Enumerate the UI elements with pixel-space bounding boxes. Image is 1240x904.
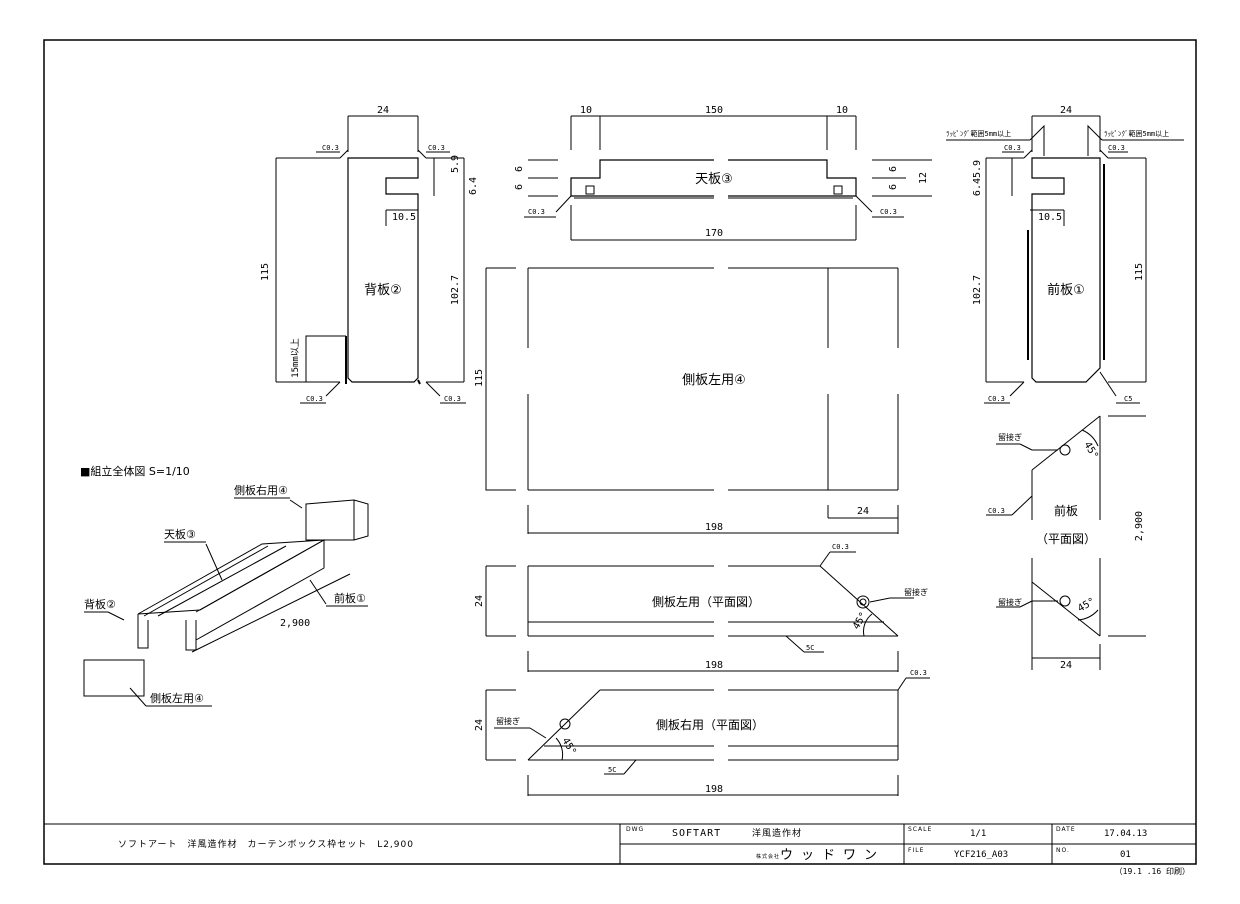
front-plan-chamfer: C0.3 (988, 507, 1005, 515)
front-plan-angle-bottom: 45° (1076, 596, 1097, 615)
side-left-width: 198 (705, 522, 723, 533)
side-left-name: 側板左用④ (682, 373, 746, 388)
side-left-board-view (485, 267, 899, 534)
front-height-label: 115 (1134, 263, 1145, 281)
top-board-view (524, 115, 932, 241)
back-dim-59: 5.9 (450, 155, 461, 173)
back-dim-105: 10.5 (392, 212, 416, 223)
front-plan-name: 前板 (1054, 503, 1078, 518)
front-plan-length: 2,900 (1134, 511, 1145, 541)
side-left-plan-width: 198 (705, 660, 723, 671)
front-plan-view (986, 415, 1146, 670)
side-left-dim-24: 24 (857, 506, 869, 517)
sheet-border (43, 39, 1197, 865)
front-plan-miter-top: 留接ぎ (998, 432, 1022, 442)
front-chamfer-tr: C0.3 (1108, 144, 1125, 152)
title-date-label: DATE (1056, 826, 1076, 833)
back-lapping-label: 15mm以上 (290, 338, 301, 378)
front-plan-sub: （平面図） (1036, 532, 1096, 546)
side-left-plan-dim-24: 24 (474, 595, 485, 607)
front-lapping-r: ﾗｯﾋﾟﾝｸﾞ範囲5mm以上 (1104, 129, 1169, 138)
top-dim-6a: 6 (514, 166, 525, 172)
assembly-top: 天板③ (164, 527, 196, 541)
front-dim-105: 10.5 (1038, 212, 1062, 223)
back-height-label: 115 (260, 263, 271, 281)
top-chamfer-r: C0.3 (880, 208, 897, 216)
top-dim-mid: 150 (705, 105, 723, 116)
front-plan-miter-bottom: 留接ぎ (998, 597, 1022, 607)
side-left-plan-chamfer: C0.3 (832, 543, 849, 551)
title-printed: （19.1 .16 印刷） (1115, 867, 1190, 876)
front-inner-height: 102.7 (972, 275, 983, 305)
front-board-name: 前板① (1047, 282, 1085, 298)
title-scale-label: SCALE (908, 826, 932, 833)
back-chamfer-br: C0.3 (444, 395, 461, 403)
back-chamfer-tl: C0.3 (322, 144, 339, 152)
side-right-plan-chamfer: C0.3 (910, 669, 927, 677)
top-dim-left: 10 (580, 105, 592, 116)
front-chamfer-tl: C0.3 (1004, 144, 1021, 152)
title-maker: ウッドワン (780, 848, 885, 863)
back-chamfer-tr: C0.3 (428, 144, 445, 152)
title-no: 01 (1120, 850, 1131, 860)
title-maker-prefix: 株式会社 (756, 853, 780, 860)
title-no-label: NO. (1056, 847, 1070, 854)
side-right-plan-5c: 5C (608, 766, 616, 774)
back-board-view (275, 115, 466, 404)
front-dims-left: 6.45.9 (972, 160, 983, 196)
top-chamfer-l: C0.3 (528, 208, 545, 216)
title-block (44, 823, 1196, 864)
side-right-plan-name: 側板右用（平面図） (656, 717, 764, 732)
side-right-plan-dim-24: 24 (474, 719, 485, 731)
top-dim-right: 10 (836, 105, 848, 116)
side-left-plan-miter: 留接ぎ (904, 587, 928, 597)
assembly-isometric (83, 497, 369, 707)
back-inner-height: 102.7 (450, 275, 461, 305)
title-category: 洋風造作材 (752, 827, 802, 839)
back-chamfer-bl: C0.3 (306, 395, 323, 403)
assembly-side-left: 側板左用④ (150, 691, 204, 705)
side-left-height: 115 (474, 369, 485, 387)
title-description: ソフトアート 洋風造作材 カーテンボックス枠セット L2,900 (118, 838, 414, 850)
front-board-view (946, 115, 1184, 404)
title-file-label: FILE (908, 847, 924, 854)
top-dim-6c: 6 (888, 166, 899, 172)
assembly-length: 2,900 (280, 618, 310, 629)
top-dim-6b: 6 (514, 184, 525, 190)
front-lapping-l: ﾗｯﾋﾟﾝｸﾞ範囲5mm以上 (946, 129, 1011, 138)
front-chamfer-br: C5 (1124, 395, 1132, 403)
assembly-front: 前板① (334, 591, 366, 605)
front-chamfer-bl: C0.3 (988, 395, 1005, 403)
side-left-plan-5c: 5C (806, 644, 814, 652)
top-dim-12: 12 (918, 172, 929, 184)
back-dim-64: 6.4 (468, 177, 479, 195)
top-total-length: 170 (705, 228, 723, 239)
assembly-side-right: 側板右用④ (234, 483, 288, 497)
side-right-plan-view (485, 677, 930, 796)
title-scale: 1/1 (970, 829, 986, 839)
front-plan-width: 24 (1060, 660, 1072, 671)
top-dim-6d: 6 (888, 184, 899, 190)
title-dwg-label: DWG (626, 826, 644, 833)
top-board-name: 天板③ (695, 172, 733, 187)
assembly-title: ■組立全体図 S=1/10 (80, 464, 190, 478)
front-width-label: 24 (1060, 105, 1072, 116)
title-file: YCF216_A03 (954, 850, 1008, 860)
side-left-plan-view (485, 551, 914, 672)
side-left-plan-angle: 45° (851, 610, 870, 631)
side-right-plan-width: 198 (705, 784, 723, 795)
title-company: SOFTART (672, 828, 721, 839)
assembly-back: 背板② (84, 597, 116, 611)
side-left-plan-name: 側板左用（平面図） (652, 594, 760, 609)
back-width-label: 24 (377, 105, 389, 116)
back-board-name: 背板② (364, 283, 402, 298)
side-right-plan-angle: 45° (559, 736, 578, 757)
title-date: 17.04.13 (1104, 829, 1147, 839)
side-right-plan-miter: 留接ぎ (496, 716, 520, 726)
